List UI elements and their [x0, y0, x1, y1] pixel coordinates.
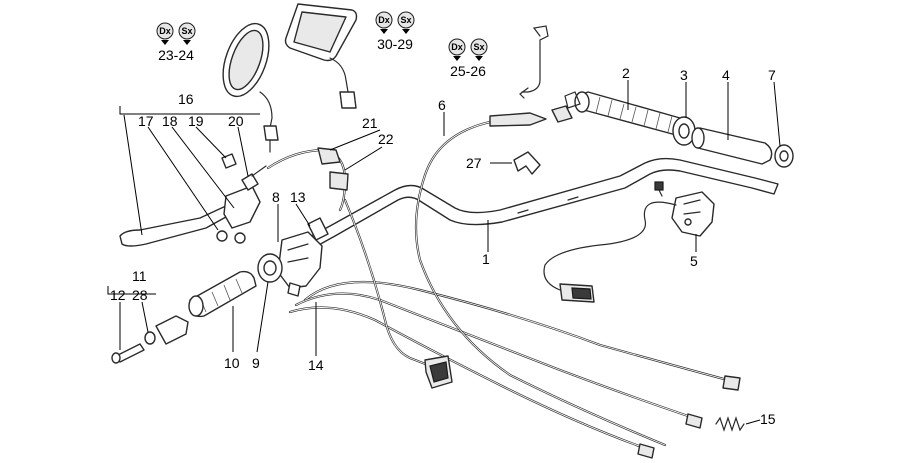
- clutch-cable-part-21: [266, 147, 349, 212]
- left-switch-part-8: [257, 217, 329, 297]
- parts-drawing: [111, 3, 794, 459]
- washer-part-3: [672, 116, 696, 146]
- throttle-grip-part-2: [564, 91, 687, 136]
- side-group-label-30-29: 30-29: [377, 36, 413, 52]
- down-arrow-icon: [453, 56, 461, 61]
- callout-6: 6: [438, 97, 446, 113]
- spring-part-15: [715, 416, 745, 432]
- callout-3: 3: [680, 67, 688, 83]
- rect-mirror-part-30-29: [284, 3, 358, 109]
- down-arrow-icon: [183, 40, 191, 45]
- callout-7: 7: [768, 67, 776, 83]
- callout-18: 18: [162, 113, 178, 129]
- sx-badge-circle: [470, 38, 488, 56]
- callout-16: 16: [178, 91, 194, 107]
- grip-sleeve-part-4: [691, 127, 773, 165]
- down-arrow-icon: [161, 40, 169, 45]
- callout-28: 28: [132, 287, 148, 303]
- callout-14: 14: [308, 357, 324, 373]
- callout-10: 10: [224, 355, 240, 371]
- round-mirror-part-23-24: [222, 22, 279, 153]
- dx-badge-circle: [375, 11, 393, 29]
- callout-21: 21: [362, 115, 378, 131]
- down-arrow-icon: [475, 56, 483, 61]
- leader-lines: [107, 80, 781, 425]
- sx-badge-label: Sx: [181, 26, 192, 36]
- callout-1: 1: [482, 251, 490, 267]
- bracket-part-25-26: [519, 25, 549, 99]
- callout-5: 5: [690, 253, 698, 269]
- callout-11: 11: [132, 268, 147, 284]
- throttle-cable-part-6: [414, 105, 667, 447]
- left-grip-part-10: [188, 270, 257, 318]
- left-cables: [288, 198, 741, 459]
- sx-badge-label: Sx: [400, 15, 411, 25]
- callout-22: 22: [378, 131, 394, 147]
- end-cap-part-7: [774, 144, 794, 168]
- sx-badge-circle: [397, 11, 415, 29]
- clutch-lever-assembly-part-16: [119, 153, 267, 247]
- clip-part-27: [513, 151, 541, 175]
- dx-badge-label: Dx: [159, 26, 171, 36]
- side-badge-group-30-29: Dx Sx 30-29: [375, 11, 415, 52]
- callout-4: 4: [722, 67, 730, 83]
- dx-badge-circle: [156, 22, 174, 40]
- dx-badge-label: Dx: [378, 15, 390, 25]
- side-group-label-25-26: 25-26: [450, 63, 486, 79]
- callout-8: 8: [272, 189, 280, 205]
- down-arrow-icon: [402, 29, 410, 34]
- sx-badge-circle: [178, 22, 196, 40]
- callout-labels: 1 2 3 4 5 6 7 8 9 10 11 12 13 14 15 16 1…: [110, 65, 776, 427]
- callout-20: 20: [228, 113, 244, 129]
- callout-13: 13: [290, 189, 306, 205]
- callout-12: 12: [110, 287, 126, 303]
- down-arrow-icon: [380, 29, 388, 34]
- callout-19: 19: [188, 113, 204, 129]
- dx-badge-circle: [448, 38, 466, 56]
- side-group-label-23-24: 23-24: [158, 47, 194, 63]
- sx-badge-label: Sx: [473, 42, 484, 52]
- callout-27: 27: [466, 155, 482, 171]
- right-switch-part-5: [543, 181, 715, 303]
- callout-2: 2: [622, 65, 630, 81]
- side-badge-group-23-24: Dx Sx 23-24: [156, 22, 196, 63]
- callout-9: 9: [252, 355, 260, 371]
- dx-badge-label: Dx: [451, 42, 463, 52]
- callout-17: 17: [138, 113, 154, 129]
- handlebar-part-1: [299, 157, 779, 253]
- end-weight-assembly-part-11: [111, 315, 189, 364]
- side-badge-group-25-26: Dx Sx 25-26: [448, 38, 488, 79]
- callout-15: 15: [760, 411, 776, 427]
